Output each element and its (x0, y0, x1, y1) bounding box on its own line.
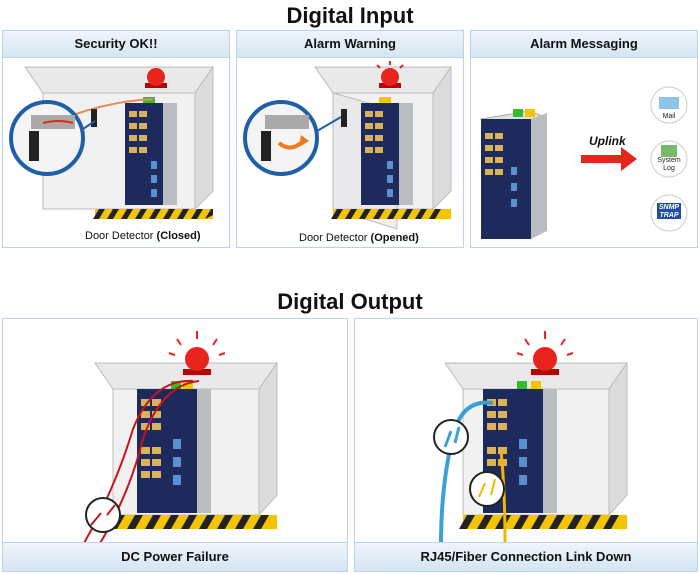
fiber-break-zoom (469, 471, 505, 507)
uplink-label: Uplink (589, 134, 626, 148)
digital-input-title: Digital Input (286, 3, 414, 28)
mail-label: Mail (662, 113, 676, 120)
panel-security-ok: Security OK!! (2, 30, 230, 248)
system-log-label-1: System (657, 157, 681, 164)
rj45-break-zoom (433, 419, 469, 455)
panel-title-alarm-warning: Alarm Warning (237, 31, 463, 58)
broken-cable-zoom (85, 497, 121, 533)
panel-title-security-ok: Security OK!! (3, 31, 229, 58)
snmp-label-2: TRAP (659, 212, 679, 219)
system-log-label-2: Log (663, 165, 675, 172)
panel-title-link-down: RJ45/Fiber Connection Link Down (355, 542, 697, 571)
panel-dc-power-failure: DC Power Failure (2, 318, 348, 572)
dc-power-failure-illustration (82, 331, 278, 545)
panel-title-alarm-messaging: Alarm Messaging (471, 31, 697, 58)
panel-alarm-messaging: Alarm Messaging Uplink Mail System Log S… (470, 30, 698, 248)
alarm-messaging-illustration (479, 86, 688, 239)
system-log-icon (661, 145, 677, 157)
panel-title-dc-power-failure: DC Power Failure (3, 542, 347, 571)
panel-alarm-warning: Alarm Warning (236, 30, 464, 248)
snmp-trap-icon (657, 203, 681, 219)
link-down-illustration (433, 331, 628, 545)
alarm-warning-illustration (243, 61, 452, 230)
digital-output-title: Digital Output (277, 289, 423, 314)
panel-link-down: RJ45/Fiber Connection Link Down (354, 318, 698, 572)
snmp-label-1: SNMP (658, 204, 680, 211)
mail-icon (659, 97, 679, 109)
caption-door-closed: Door Detector (Closed) (85, 230, 201, 242)
caption-door-opened: Door Detector (Opened) (299, 232, 419, 244)
security-ok-illustration (9, 65, 214, 219)
